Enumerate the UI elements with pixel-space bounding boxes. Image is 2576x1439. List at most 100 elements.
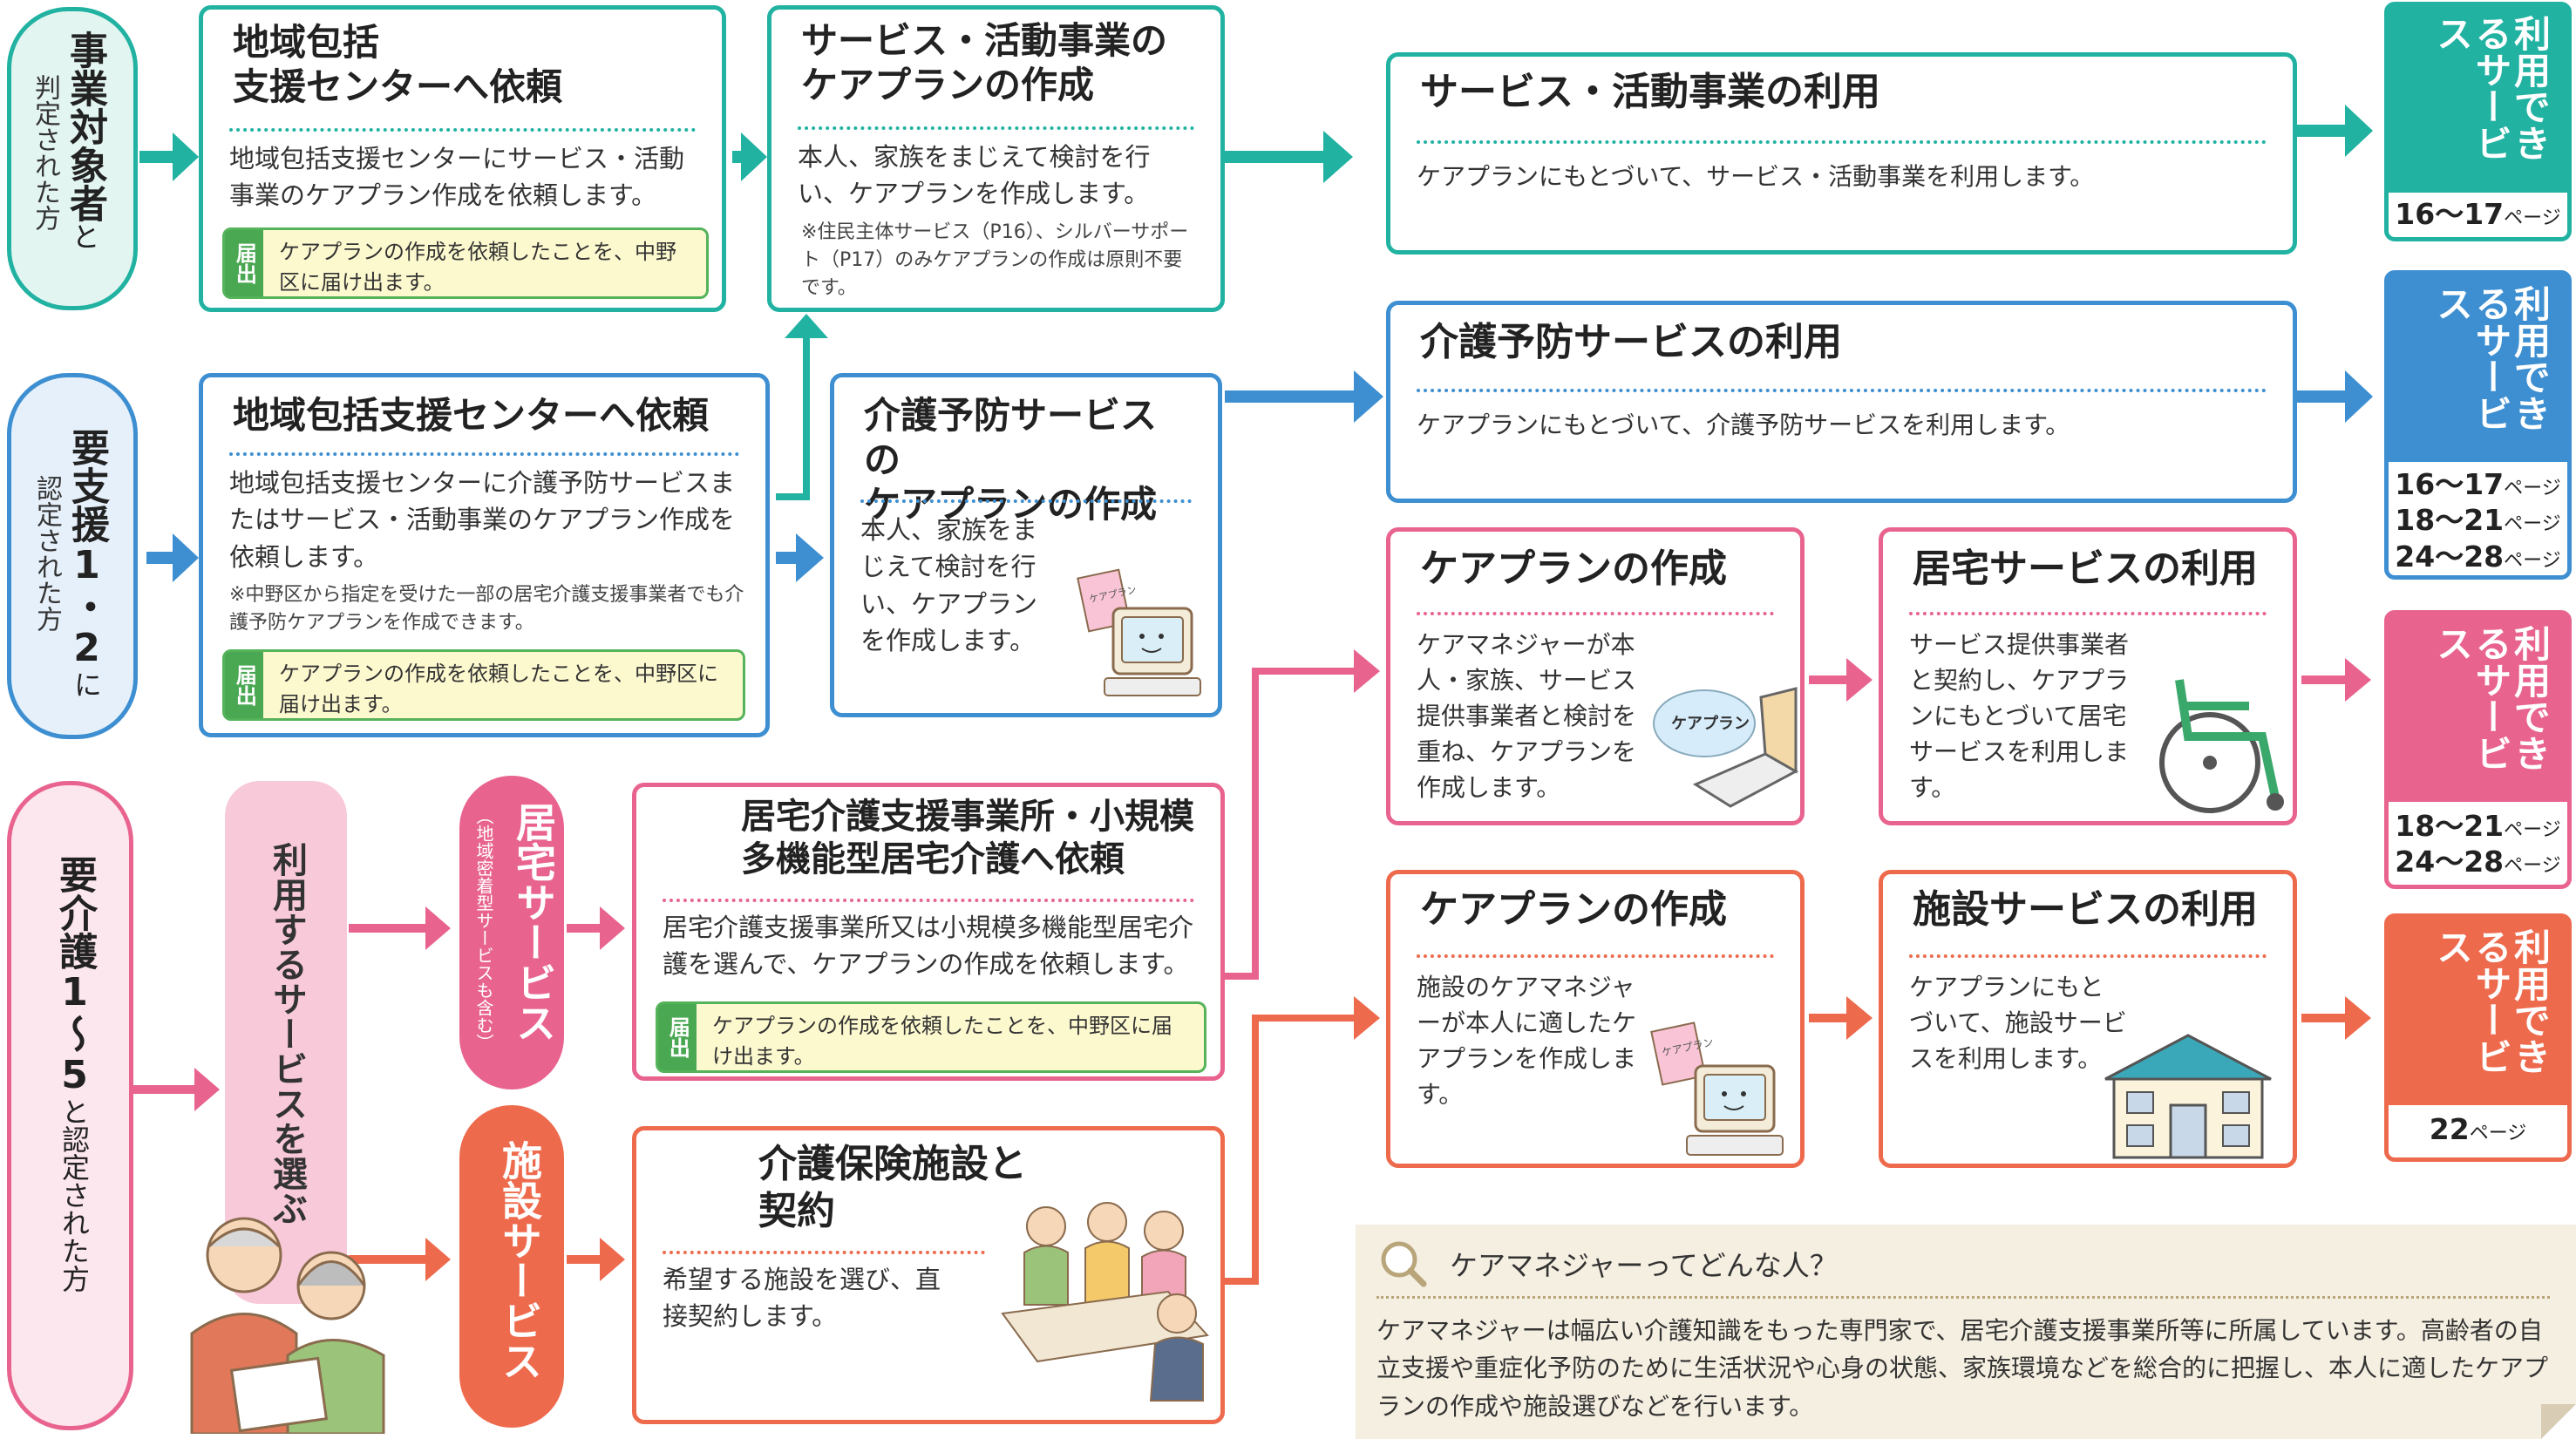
group-yokaigo: 要介護1〜5と認定された方 — [7, 781, 133, 1430]
card-title: 地域包括支援センターへ依頼 — [233, 394, 710, 437]
card-jigyo-careplan: サービス・活動事業のケアプランの作成 本人、家族をまじえて検討を行い、ケアプラン… — [767, 5, 1225, 312]
card-yobo-careplan: 介護予防サービスのケアプランの作成 本人、家族をまじえて検討を行い、ケアプランを… — [830, 373, 1222, 717]
dotted-divider — [1909, 612, 2267, 615]
meeting-illustration — [1001, 1202, 1209, 1402]
result-header: 利用できるサービス — [2389, 275, 2567, 462]
card-shisetsu-careplan: ケアプランの作成 施設のケアマネジャーが本人に適したケアプランを作成します。 ケ… — [1386, 870, 1805, 1168]
card-title: 介護予防サービスのケアプランの作成 — [864, 394, 1158, 526]
shisetsu-service-pill: 施設サービス — [459, 1105, 564, 1428]
todoke-tag: 届出 — [225, 652, 263, 718]
card-title: 介護保険施設と契約 — [758, 1142, 1027, 1233]
group-yoshien-sub: 認定された方 — [31, 475, 62, 632]
result-pages: 16〜17ページ — [2395, 197, 2561, 231]
card-title: 地域包括支援センターへ依頼 — [233, 21, 563, 109]
group-yokaigo-label: 要介護1〜5と認定された方 — [52, 855, 97, 1293]
card-kyotaku-use: 居宅サービスの利用 サービス提供事業者と契約し、ケアプランにもとづいて居宅サービ… — [1879, 527, 2297, 825]
todoke-notice: 届出 ケアプランの作成を依頼したことを、中野区に届け出ます。 — [222, 227, 709, 299]
result-header: 利用できるサービス — [2389, 918, 2567, 1105]
card-title: 居宅サービスの利用 — [1913, 546, 2258, 591]
dotted-divider — [229, 452, 739, 456]
card-body: ケアプランにもとづいて、サービス・活動事業を利用します。 — [1417, 162, 2095, 191]
card-kyotaku-careplan: ケアプランの作成 ケアマネジャーが本人・家族、サービス提供事業者と検討を重ね、ケ… — [1386, 527, 1805, 825]
todoke-text: ケアプランの作成を依頼したことを、中野区に届け出ます。 — [712, 1014, 1172, 1069]
dotted-divider — [1417, 954, 1774, 958]
page-curl — [2541, 1404, 2576, 1439]
todoke-tag: 届出 — [658, 1004, 697, 1070]
card-body: 居宅介護支援事業所又は小規模多機能型居宅介護を選んで、ケアプランの作成を依頼しま… — [663, 913, 1194, 980]
todoke-text: ケアプランの作成を依頼したことを、中野区に届け出ます。 — [279, 240, 676, 295]
result-box-shisetsu: 利用できるサービス 22ページ — [2384, 913, 2572, 1162]
bubble-label: ケアプラン — [1671, 714, 1750, 733]
card-houkatsu-request-jigyo: 地域包括支援センターへ依頼 地域包括支援センターにサービス・活動事業のケアプラン… — [199, 5, 726, 312]
laptop-bubble-illustration: ケアプラン — [1653, 687, 1799, 808]
info-title: ケアマネジャーってどんな人？ — [1450, 1249, 1838, 1282]
magnifier-icon — [1381, 1241, 1427, 1287]
card-title: 施設サービスの利用 — [1913, 887, 2258, 932]
result-label: 利用できるサービス — [2430, 15, 2552, 161]
kyotaku-service-label: 居宅サービス — [510, 802, 557, 1042]
group-jigyo-label: 事業対象者と — [63, 31, 107, 250]
result-label: 利用できるサービス — [2430, 928, 2552, 1075]
dotted-divider — [798, 126, 1194, 130]
teal-connectors — [139, 105, 2373, 500]
card-title: ケアプランの作成 — [1420, 546, 1727, 591]
dotted-divider — [663, 1251, 985, 1254]
card-body: 本人、家族をまじえて検討を行い、ケアプランを作成します。 — [860, 515, 1038, 655]
group-yoshien-label: 要支援1・2に — [65, 428, 109, 698]
card-body: ケアプランにもとづいて、施設サービスを利用します。 — [1909, 973, 2127, 1073]
dotted-divider — [1909, 954, 2267, 958]
card-title: サービス・活動事業の利用 — [1420, 70, 1880, 114]
card-title: 居宅介護支援事業所・小規模多機能型居宅介護へ依頼 — [741, 797, 1194, 879]
orange-connectors — [349, 996, 2371, 1285]
dotted-divider — [1417, 389, 2267, 392]
kyotaku-service-pill: 居宅サービス （地域密着型サービスも含む） — [459, 776, 564, 1089]
card-houkatsu-request-yobo: 地域包括支援センターへ依頼 地域包括支援センターに介護予防サービスまたはサービス… — [199, 373, 770, 737]
computer-illustration: ケアプラン — [1650, 1022, 1784, 1156]
card-body: 施設のケアマネジャーが本人に適したケアプランを作成します。 — [1417, 973, 1637, 1109]
card-kyotaku-request: 居宅介護支援事業所・小規模多機能型居宅介護へ依頼 居宅介護支援事業所又は小規模多… — [632, 783, 1225, 1081]
elderly-couple-illustration — [190, 1217, 385, 1434]
group-yoshien: 要支援1・2に 認定された方 — [7, 373, 138, 739]
info-divider — [1376, 1296, 2550, 1299]
card-body: ケアマネジャーが本人・家族、サービス提供事業者と検討を重ね、ケアプランを作成しま… — [1417, 630, 1637, 802]
card-body: 希望する施設を選び、直接契約します。 — [663, 1265, 941, 1332]
group-jigyo: 事業対象者と 判定された方 — [7, 7, 138, 310]
shisetsu-service-label: 施設サービス — [496, 1140, 543, 1381]
blue-connectors — [146, 370, 2373, 582]
kyotaku-service-sub: （地域密着型サービスも含む） — [473, 807, 494, 1051]
pink-connectors — [131, 649, 2371, 1111]
todoke-notice: 届出 ケアプランの作成を依頼したことを、中野区に届け出ます。 — [656, 1001, 1206, 1073]
card-body: 地域包括支援センターにサービス・活動事業のケアプラン作成を依頼します。 — [229, 144, 685, 211]
card-body: サービス提供事業者と契約し、ケアプランにもとづいて居宅サービスを利用します。 — [1909, 630, 2130, 802]
card-note: ※中野区から指定を受けた一部の居宅介護支援事業者でも介護予防ケアプランを作成でき… — [229, 584, 744, 634]
card-title: 介護予防サービスの利用 — [1420, 320, 1842, 364]
card-body: 地域包括支援センターに介護予防サービスまたはサービス・活動事業のケアプラン作成を… — [229, 468, 736, 572]
card-shisetsu-use: 施設サービスの利用 ケアプランにもとづいて、施設サービスを利用します。 — [1879, 870, 2297, 1168]
result-label: 利用できるサービス — [2430, 625, 2552, 771]
card-note: ※住民主体サービス（P16）、シルバーサポート（P17）のみケアプランの作成は原… — [801, 221, 1189, 299]
result-header: 利用できるサービス — [2389, 6, 2567, 193]
card-title: ケアプランの作成 — [1420, 887, 1727, 932]
choose-service-label: 利用するサービスを選ぶ — [267, 842, 307, 1225]
card-title: サービス・活動事業のケアプランの作成 — [801, 19, 1168, 107]
card-shisetsu-contract: 介護保険施設と契約 希望する施設を選び、直接契約します。 — [632, 1126, 1225, 1424]
result-label: 利用できるサービス — [2430, 285, 2552, 431]
group-jigyo-sub: 判定された方 — [30, 74, 60, 231]
result-box-yobo: 利用できるサービス 16〜17ページ 18〜21ページ 24〜28ページ — [2384, 270, 2572, 580]
computer-illustration: ケアプラン — [1077, 568, 1201, 696]
result-box-kyotaku: 利用できるサービス 18〜21ページ 24〜28ページ — [2384, 610, 2572, 889]
todoke-text: ケアプランの作成を依頼したことを、中野区に届け出ます。 — [279, 662, 718, 716]
info-body: ケアマネジャーは幅広い介護知識をもった専門家で、居宅介護支援事業所等に所属してい… — [1376, 1316, 2549, 1421]
card-jigyo-use: サービス・活動事業の利用 ケアプランにもとづいて、サービス・活動事業を利用します… — [1386, 52, 2297, 255]
choose-service-box: 利用するサービスを選ぶ — [225, 781, 347, 1304]
wheelchair-icon — [2159, 679, 2284, 813]
card-body: 本人、家族をまじえて検討を行い、ケアプランを作成します。 — [798, 142, 1151, 209]
result-box-jigyo: 利用できるサービス 16〜17ページ — [2384, 2, 2572, 241]
card-yobo-use: 介護予防サービスの利用 ケアプランにもとづいて、介護予防サービスを利用します。 — [1386, 301, 2297, 503]
dotted-divider — [1417, 140, 2267, 144]
result-pages: 18〜21ページ 24〜28ページ — [2395, 809, 2561, 879]
house-icon — [2104, 1034, 2272, 1159]
result-pages: 22ページ — [2429, 1112, 2527, 1146]
dotted-divider — [860, 499, 1192, 503]
